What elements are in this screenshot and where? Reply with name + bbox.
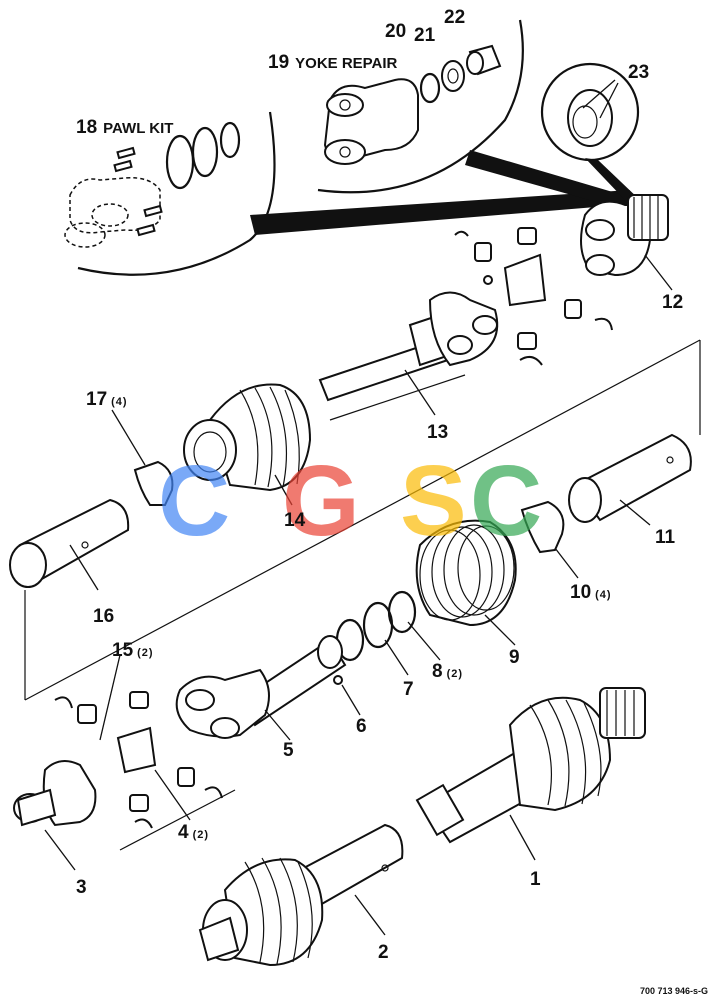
callout-6: 6 <box>356 716 367 737</box>
callout-8: 8(2) <box>432 661 463 682</box>
callout-20: 20 <box>385 21 406 42</box>
shield-cone-14 <box>183 383 312 492</box>
callout-17: 17(4) <box>86 389 128 410</box>
callout-21: 21 <box>414 25 436 46</box>
bearing-clip-17 <box>133 460 174 506</box>
watermark-letter: C <box>470 445 542 557</box>
guard-tube-16 <box>9 498 130 588</box>
assembled-half-shaft-2 <box>198 823 404 967</box>
callout-14: 14 <box>284 510 306 531</box>
detail-spline-bubble <box>540 62 640 200</box>
callout-3: 3 <box>76 877 87 898</box>
figure-code: 700 713 946-s-G <box>640 986 708 996</box>
inner-yoke-shaft-13 <box>318 291 499 402</box>
cross-and-bearings-upper <box>454 227 613 366</box>
callout-11: 11 <box>655 527 676 548</box>
callout-22: 22 <box>444 7 465 28</box>
leader-lines <box>44 79 673 936</box>
callout-9: 9 <box>509 647 520 668</box>
watermark-letter: C <box>158 445 230 557</box>
callout-16: 16 <box>93 606 114 627</box>
callout-10: 10(4) <box>570 582 612 603</box>
callout-5: 5 <box>283 740 294 761</box>
watermark: C G S C <box>158 445 542 557</box>
assembled-half-shaft-1 <box>415 687 646 844</box>
outer-shaft-5 <box>175 635 347 739</box>
callout-13: 13 <box>427 422 448 443</box>
watermark-letter: S <box>400 445 467 557</box>
callout-23: 23 <box>628 62 649 83</box>
callout-15: 15(2) <box>112 640 154 661</box>
callout-1: 1 <box>530 869 541 890</box>
watermark-letter: G <box>282 445 360 557</box>
callout-2: 2 <box>378 942 389 963</box>
callout-12: 12 <box>662 292 683 313</box>
callout-4: 4(2) <box>178 822 209 843</box>
detail-yoke-repair-bubble <box>317 19 640 210</box>
shield-cone-9 <box>415 519 517 627</box>
bearing-clip-10 <box>520 500 565 554</box>
yoke-12 <box>580 194 669 277</box>
detail-pawl-kit-bubble <box>64 111 630 276</box>
callout-7: 7 <box>403 679 414 700</box>
phantom-centerlines <box>24 339 701 851</box>
yoke-3 <box>13 760 97 827</box>
cross-and-bearings-lower <box>54 691 223 829</box>
guard-tube-11 <box>568 433 692 523</box>
rings-7-8 <box>335 590 417 662</box>
callout-labels: 1 2 3 4(2) 5 6 7 8(2) 9 10(4) 11 12 13 1… <box>76 7 683 963</box>
